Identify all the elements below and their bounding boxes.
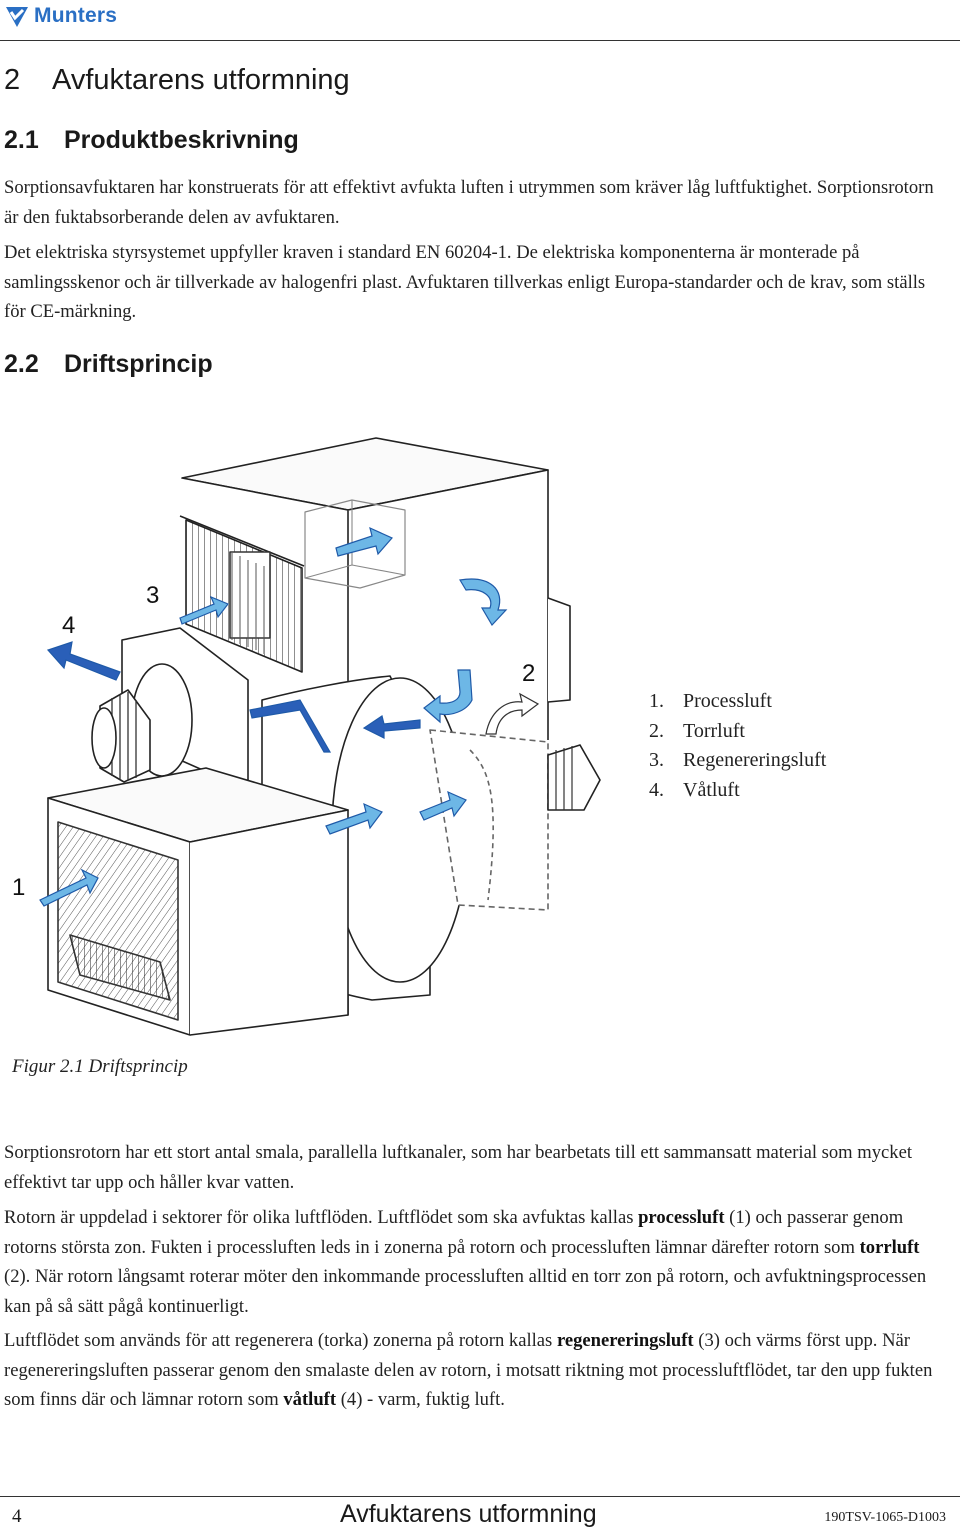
section-heading-2-2: 2.2 Driftsprincip <box>4 350 213 379</box>
section-number: 2.1 <box>4 126 39 154</box>
munters-logo: Munters <box>4 2 117 30</box>
arrow-top-duct <box>335 526 393 557</box>
header-rule <box>0 40 960 41</box>
arrow-dry-out <box>485 692 540 735</box>
section-title: Driftsprincip <box>64 350 213 378</box>
legend-item: 3.Regenereringsluft <box>649 749 827 771</box>
arrow-curve-down <box>423 669 473 724</box>
callout-4: 4 <box>62 612 76 639</box>
section-title: Produktbeskrivning <box>64 126 299 154</box>
munters-logo-icon <box>6 7 28 27</box>
arrow-regen-in <box>179 595 229 625</box>
arrow-rotor-process <box>325 802 383 835</box>
airflow-arrows <box>39 526 540 907</box>
arrow-right-process <box>419 790 467 821</box>
paragraph-1: Sorptionsavfuktaren har konstruerats för… <box>4 177 934 228</box>
term-torrluft: torrluft <box>859 1236 920 1258</box>
brand-name: Munters <box>34 4 118 27</box>
page-number: 4 <box>12 1506 22 1527</box>
arrow-wet-out <box>46 641 121 681</box>
chapter-title: Avfuktarens utformning <box>52 64 350 96</box>
legend-item: 4.Våtluft <box>649 778 740 801</box>
paragraph-2: Det elektriska styrsystemet uppfyller kr… <box>4 242 926 322</box>
term-processluft: processluft <box>638 1207 725 1228</box>
footer-rule <box>0 1496 960 1497</box>
callout-2: 2 <box>522 660 536 687</box>
callout-3: 3 <box>146 582 160 609</box>
term-vatluft: våtluft <box>283 1389 337 1410</box>
paragraph-4: Rotorn är uppdelad i sektorer för olika … <box>4 1207 927 1317</box>
document-code: 190TSV-1065-D1003 <box>824 1510 946 1525</box>
section-number: 2.2 <box>4 350 39 378</box>
legend-item: 2.Torrluft <box>649 719 745 742</box>
paragraph-5: Luftflödet som används för att regenerer… <box>4 1330 933 1410</box>
paragraph-3: Sorptionsrotorn har ett stort antal smal… <box>4 1142 913 1193</box>
dehumidifier-diagram <box>39 437 601 1036</box>
chapter-heading: 2 Avfuktarens utformning <box>4 64 350 97</box>
section-heading-2-1: 2.1 Produktbeskrivning <box>4 126 299 155</box>
term-regenereringsluft: regenereringsluft <box>556 1330 694 1351</box>
callout-1: 1 <box>12 874 26 901</box>
legend-item: 1.Processluft <box>649 690 772 712</box>
footer-title: Avfuktarens utformning <box>340 1500 597 1528</box>
figure-legend: 1.Processluft 2.Torrluft 3.Regenererings… <box>649 687 826 805</box>
arrow-curve-top <box>459 578 508 626</box>
arrow-rotor-left <box>249 699 332 753</box>
figure-caption: Figur 2.1 Driftsprincip <box>12 1056 188 1077</box>
arrow-dry-left <box>362 715 421 739</box>
chapter-number: 2 <box>4 64 21 96</box>
arrow-process-in <box>39 868 99 907</box>
